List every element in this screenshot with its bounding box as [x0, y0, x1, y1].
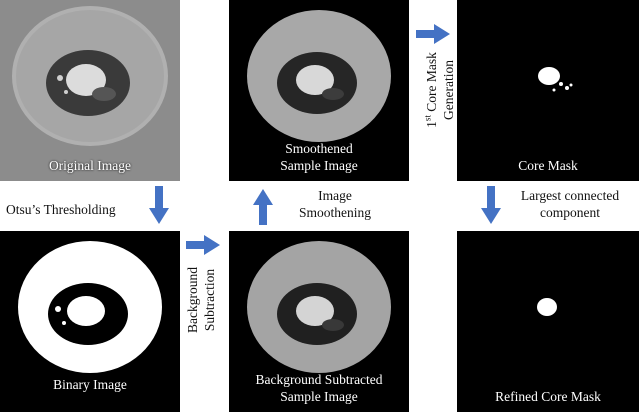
smoothened-caption-line1: Smoothened	[285, 141, 353, 156]
refined-core-mask-panel: Refined Core Mask	[457, 231, 639, 412]
core-mask-generation-label: 1st Core Mask Generation	[423, 35, 459, 145]
background-subtraction-line1: Background	[185, 267, 200, 333]
largest-connected-line2: component	[540, 205, 600, 220]
core-mask-generation-line1: 1st Core Mask	[423, 35, 440, 145]
smoothened-image-panel: Smoothened Sample Image	[229, 0, 409, 181]
binary-image-caption: Binary Image	[53, 377, 127, 392]
bg-subtracted-image-panel: Background Subtracted Sample Image	[229, 231, 409, 412]
bg-subtracted-caption-line1: Background Subtracted	[255, 372, 383, 387]
image-smoothening-label: Image Smoothening	[270, 187, 400, 221]
refined-core-mask-graphic	[457, 231, 639, 412]
largest-connected-line1: Largest connected	[520, 188, 620, 203]
core-mask-caption: Core Mask	[518, 158, 578, 173]
image-smoothening-line2: Smoothening	[298, 205, 371, 220]
core-mask-graphic	[457, 0, 639, 181]
arrow-down-largest-component	[481, 186, 501, 224]
arrow-up-smoothening	[253, 189, 273, 225]
core-gen-number: 1	[424, 121, 439, 128]
original-image-panel: Original Image	[0, 0, 180, 181]
bg-subtracted-caption-line2: Sample Image	[280, 389, 358, 404]
core-mask-generation-line2: Generation	[441, 60, 456, 120]
binary-image-graphic	[0, 231, 180, 412]
otsu-thresholding-label: Otsu’s Thresholding	[6, 202, 116, 217]
arrow-right-background-subtraction	[186, 235, 220, 255]
largest-connected-component-label: Largest connected component	[500, 187, 640, 221]
core-gen-superscript: st	[422, 115, 433, 122]
bg-subtracted-image-graphic	[229, 231, 409, 412]
core-gen-rest: Core Mask	[424, 52, 439, 116]
arrow-down-otsu	[149, 186, 169, 224]
binary-image-panel: Binary Image	[0, 231, 180, 412]
image-smoothening-line1: Image	[318, 188, 352, 203]
background-subtraction-line2: Subtraction	[202, 268, 217, 332]
core-mask-panel: Core Mask	[457, 0, 639, 181]
original-image-graphic	[0, 0, 180, 181]
smoothened-caption-line2: Sample Image	[280, 158, 358, 173]
smoothened-image-graphic	[229, 0, 409, 181]
original-image-caption: Original Image	[48, 158, 132, 173]
background-subtraction-label: Background Subtraction	[184, 255, 220, 345]
arrow-right-core-mask-generation	[416, 24, 450, 44]
refined-core-mask-caption: Refined Core Mask	[495, 389, 601, 404]
